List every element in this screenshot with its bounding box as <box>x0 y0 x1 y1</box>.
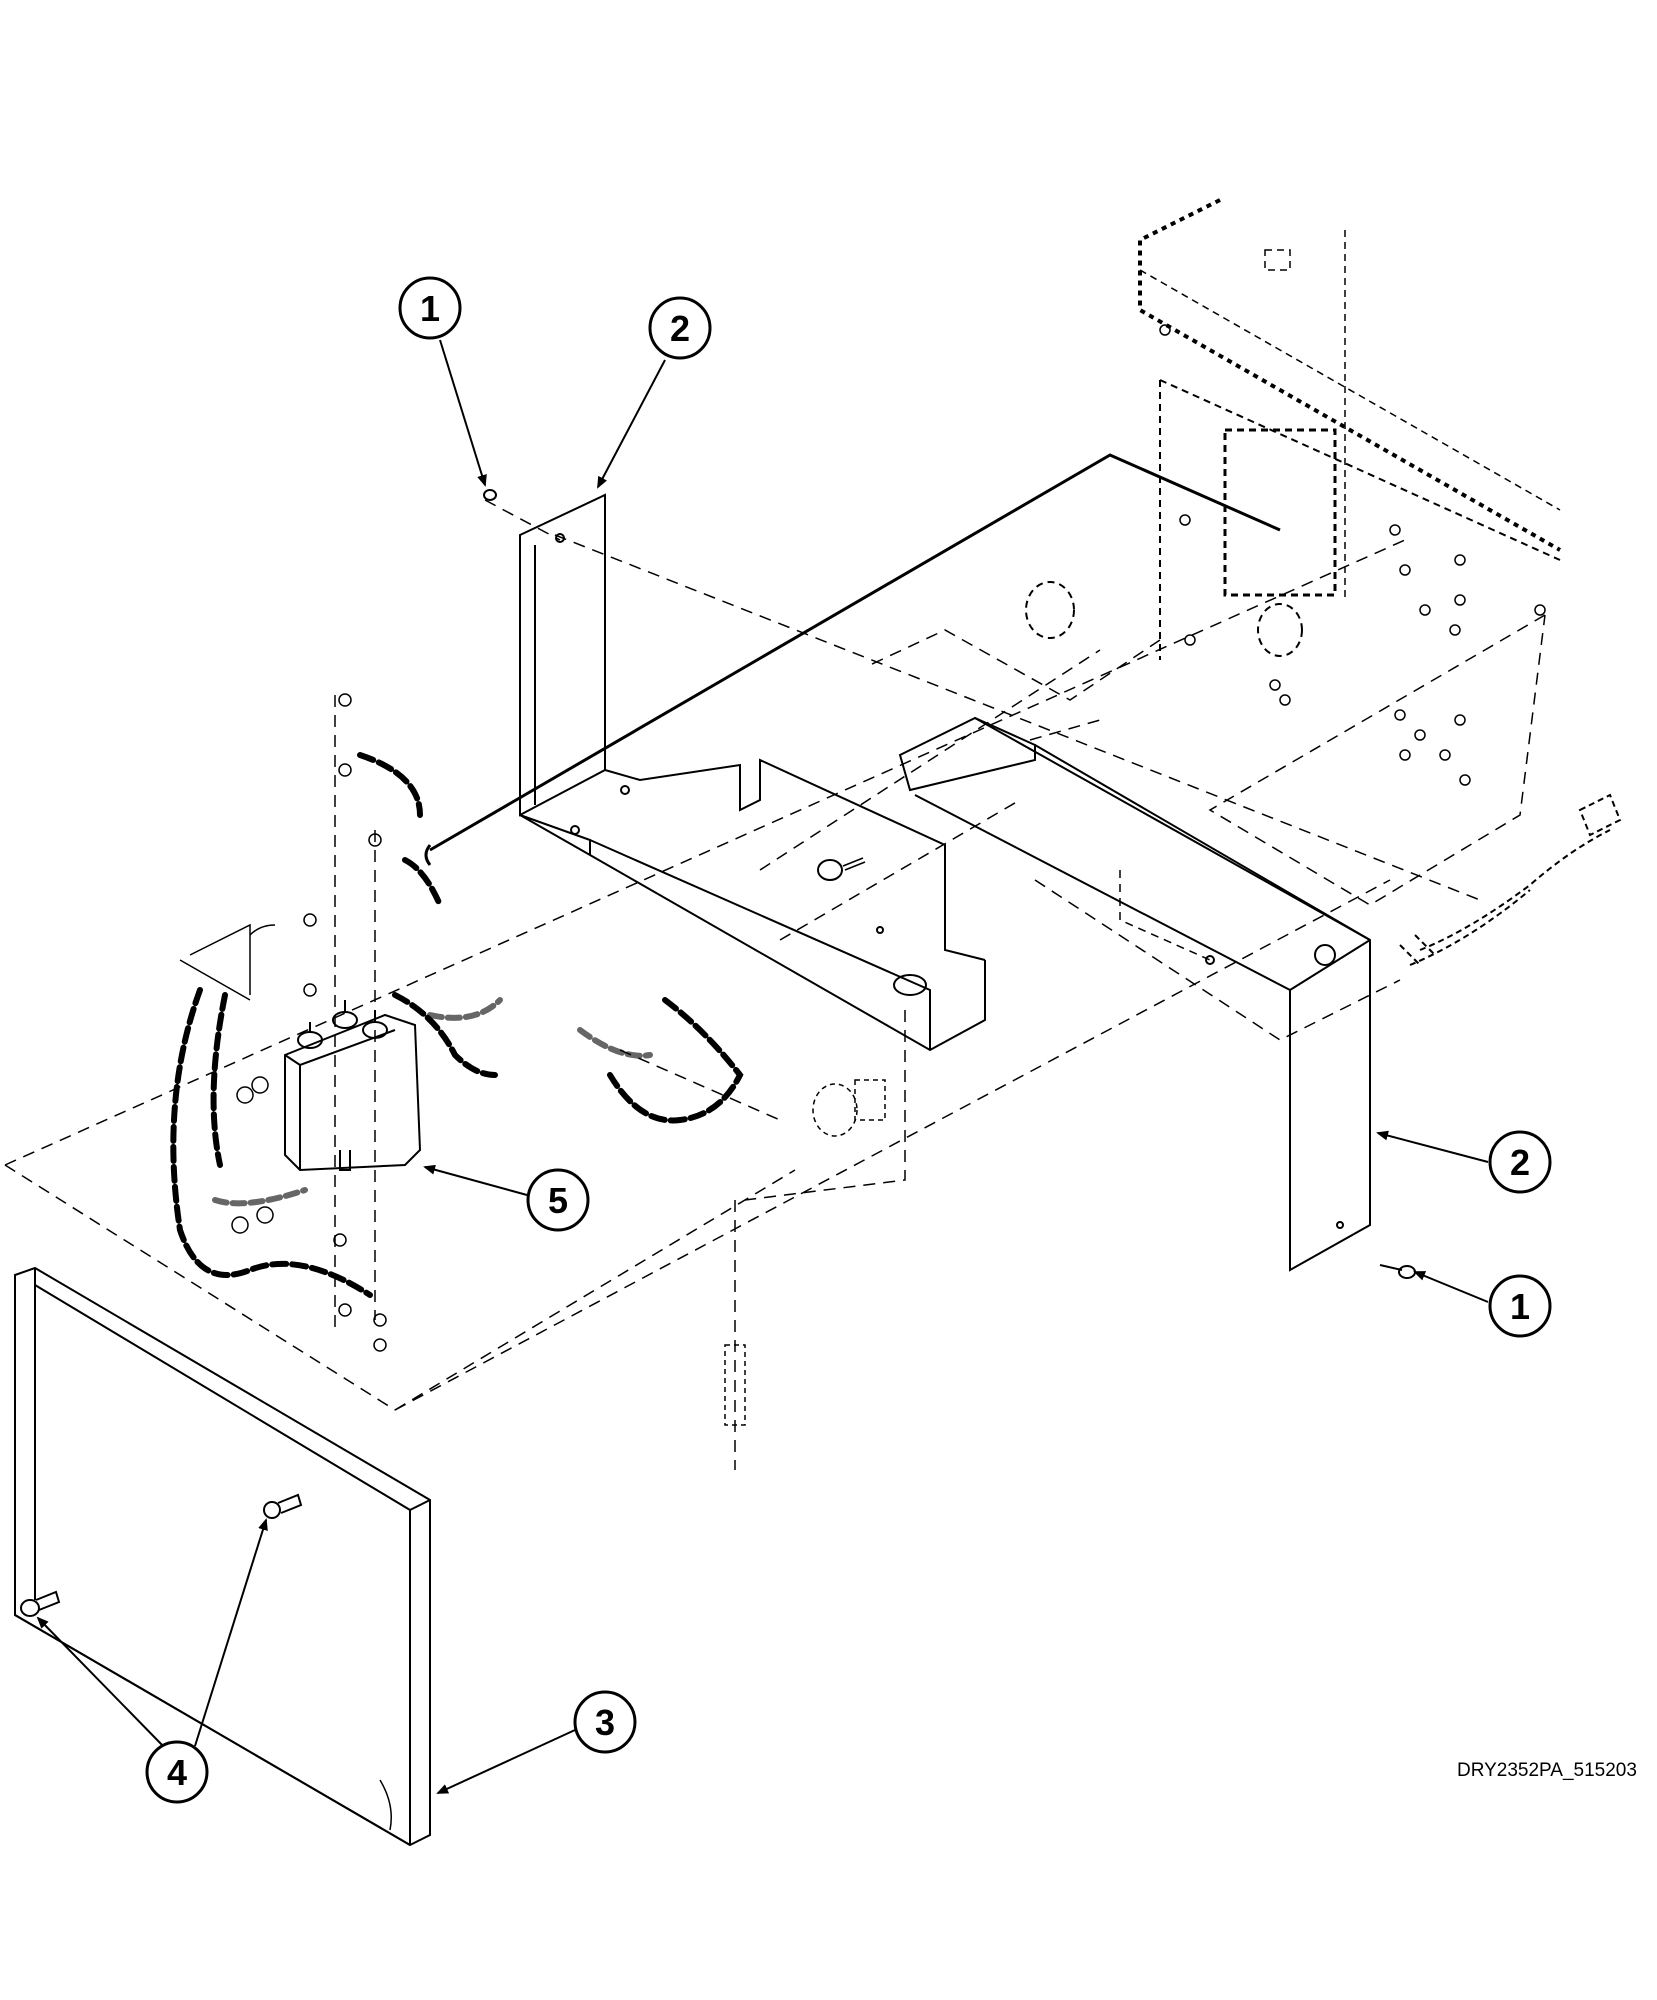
svg-text:4: 4 <box>167 1752 187 1793</box>
noise-filter <box>284 1000 422 1172</box>
mounting-bracket-right <box>898 716 1371 1272</box>
leader-line <box>1413 1271 1489 1303</box>
cabinet-holes <box>1159 324 1546 786</box>
leader-line <box>436 1729 576 1794</box>
bracket-screw <box>483 489 497 501</box>
power-cord-right <box>1399 793 1622 966</box>
svg-text:1: 1 <box>420 288 440 329</box>
wire-harness <box>170 752 744 1298</box>
callout-2-top: 2 <box>648 296 712 360</box>
svg-text:5: 5 <box>548 1180 568 1221</box>
svg-text:3: 3 <box>595 1702 615 1743</box>
callout-2-right: 2 <box>1488 1130 1552 1194</box>
svg-text:1: 1 <box>1510 1286 1530 1327</box>
callout-1-right: 1 <box>1488 1274 1552 1338</box>
dryer-cabinet <box>1025 198 1561 660</box>
front-cover-panel <box>14 1266 431 1847</box>
callout-1-top: 1 <box>398 276 462 340</box>
wire-terminals <box>179 693 886 1426</box>
drawing-id-label: DRY2352PA_515203 <box>1457 1760 1637 1781</box>
bracket-screw <box>1379 1264 1416 1279</box>
wire-harness-light <box>212 997 653 1207</box>
panel-screw <box>263 1493 303 1519</box>
svg-text:2: 2 <box>1510 1142 1530 1183</box>
leader-line <box>36 1616 166 1749</box>
leader-line <box>439 339 487 487</box>
leader-line <box>194 1518 268 1747</box>
leader-line <box>597 359 666 489</box>
assembly-guide-lines <box>4 499 1546 1470</box>
panel-screw <box>20 1590 61 1617</box>
leader-line <box>423 1164 528 1196</box>
callout-5: 5 <box>526 1168 590 1232</box>
mounting-bracket-left <box>519 493 986 1052</box>
callout-4: 4 <box>145 1740 209 1804</box>
svg-text:2: 2 <box>670 308 690 349</box>
callout-3: 3 <box>573 1690 637 1754</box>
leader-line <box>1376 1130 1489 1163</box>
ground-wire <box>429 453 1281 852</box>
